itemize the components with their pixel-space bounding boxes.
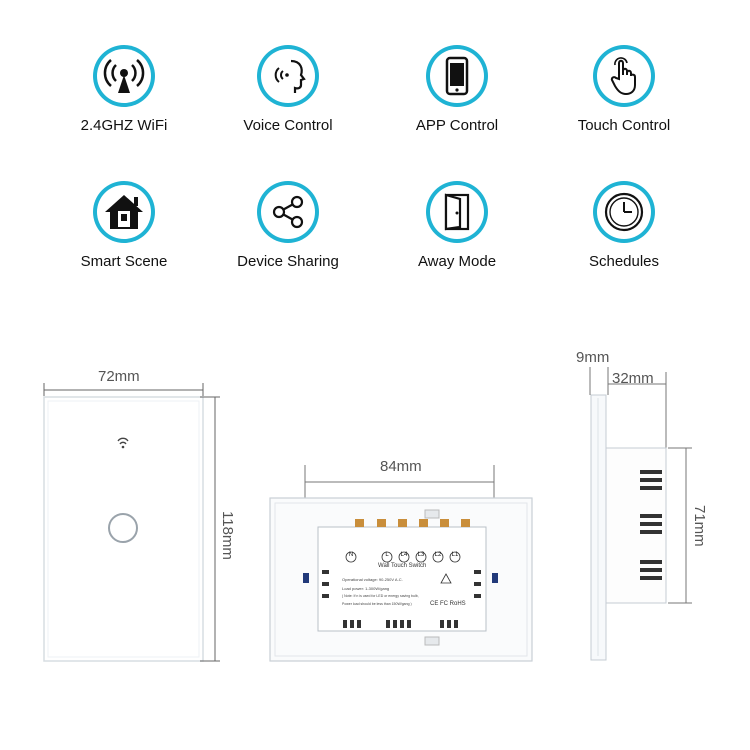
back-width-label: 84mm (380, 458, 422, 475)
phone-icon (426, 45, 488, 107)
back-spec-line1: Operational voltage: 90-250V A.C. (342, 577, 403, 582)
feature-wifi: 2.4GHZ WiFi (44, 45, 204, 134)
terminal-l1: L1 (451, 552, 459, 558)
back-label-title: Wall Touch Switch (378, 563, 427, 569)
feature-label: Voice Control (243, 117, 333, 134)
feature-away: Away Mode (377, 181, 537, 270)
feature-schedules: Schedules (544, 181, 704, 270)
smart-home-icon (93, 181, 155, 243)
feature-label: Device Sharing (237, 253, 339, 270)
feature-label: Away Mode (417, 253, 497, 270)
side-height-label: 71mm (691, 505, 708, 547)
back-spec-line2: Load power: 1-300W/gang (342, 586, 390, 591)
feature-label: Touch Control (577, 117, 671, 134)
side-glass-label: 9mm (576, 349, 610, 366)
voice-icon (257, 45, 319, 107)
wifi-antenna-icon (93, 45, 155, 107)
front-width-label: 72mm (98, 368, 140, 385)
feature-label: 2.4GHZ WiFi (80, 117, 168, 134)
clock-icon (593, 181, 655, 243)
feature-touch: Touch Control (544, 45, 704, 134)
feature-voice: Voice Control (208, 45, 368, 134)
terminal-l2: L2 (434, 552, 442, 558)
back-spec-line4: Power load should be less than 150W/gang… (342, 602, 412, 606)
door-exit-icon (426, 181, 488, 243)
feature-label: APP Control (415, 117, 499, 134)
side-depth-label: 32mm (612, 370, 654, 387)
terminal-l3: L3 (417, 552, 425, 558)
terminal-l: L (385, 552, 389, 558)
feature-app: APP Control (377, 45, 537, 134)
share-icon (257, 181, 319, 243)
touch-hand-icon (593, 45, 655, 107)
terminal-n: N (348, 552, 354, 558)
feature-sharing: Device Sharing (208, 181, 368, 270)
terminal-l4: L4 (400, 552, 408, 558)
back-spec-line3: ( Note: If n is used for LED or energy s… (342, 594, 419, 598)
feature-label: Smart Scene (80, 253, 168, 270)
feature-scene: Smart Scene (44, 181, 204, 270)
feature-label: Schedules (588, 253, 660, 270)
back-certs: CE FC RoHS (430, 601, 466, 607)
